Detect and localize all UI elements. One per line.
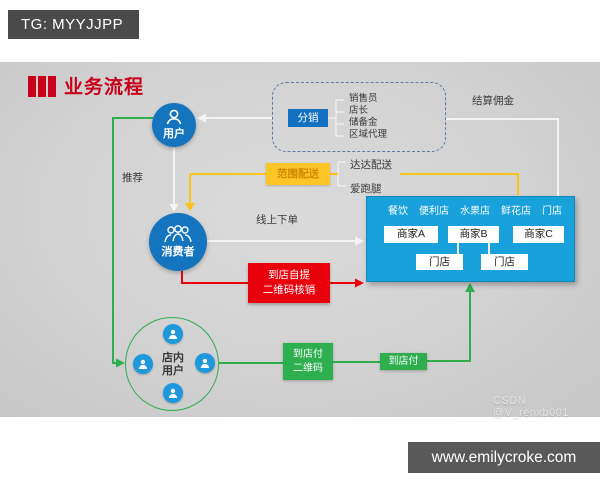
red-arrowhead bbox=[355, 278, 364, 288]
instore-users-node: 店内 用户 bbox=[125, 317, 219, 411]
tab-dining: 餐饮 bbox=[388, 206, 408, 217]
white-arrowheads bbox=[169, 113, 364, 246]
tab-convenience: 便利店 bbox=[419, 206, 449, 217]
distribution-item: 区域代理 bbox=[349, 129, 388, 140]
person-icon bbox=[195, 353, 215, 373]
consumer-node: 消费者 bbox=[149, 213, 207, 271]
white-flow-lines bbox=[173, 117, 559, 242]
yellow-arrowhead bbox=[185, 203, 195, 211]
merchant-c-box: 商家C bbox=[513, 226, 564, 243]
green-flow-lines bbox=[112, 117, 471, 364]
recommend-label: 推荐 bbox=[122, 172, 143, 184]
range-delivery-label: 范围配送 bbox=[266, 163, 330, 185]
pay-instore-box: 到店付 bbox=[380, 353, 427, 370]
merchant-store-connector bbox=[488, 243, 490, 254]
consumer-node-label: 消费者 bbox=[161, 246, 195, 258]
store-box-2: 门店 bbox=[481, 254, 528, 270]
merchant-store-connector bbox=[457, 243, 459, 254]
tab-store: 门店 bbox=[542, 206, 562, 217]
merchant-panel-tabs: 餐饮 便利店 水果店 鲜花店 门店 bbox=[388, 202, 562, 217]
flow-lines bbox=[112, 99, 559, 368]
slide-canvas: 业务流程 分销 销售员 店长 储备金 区域代理 结算佣金 推荐 线上下单 达达配… bbox=[0, 62, 600, 419]
distribution-item: 销售员 bbox=[349, 93, 378, 104]
green-arrowheads bbox=[116, 283, 475, 368]
tab-fruit: 水果店 bbox=[460, 206, 490, 217]
order-online-label: 线上下单 bbox=[256, 214, 298, 226]
title-bars-icon bbox=[28, 76, 56, 97]
distribution-item: 店长 bbox=[349, 105, 369, 116]
tab-flower: 鲜花店 bbox=[501, 206, 531, 217]
tg-badge: TG: MYYJJPP bbox=[8, 10, 139, 39]
distribution-label: 分销 bbox=[288, 109, 328, 127]
distribution-group-box bbox=[272, 82, 446, 152]
merchant-a-box: 商家A bbox=[384, 226, 438, 243]
distribution-items: 销售员 店长 储备金 区域代理 bbox=[349, 93, 387, 141]
yellow-flow-lines bbox=[189, 173, 519, 204]
website-bar: www.emilycroke.com bbox=[408, 442, 600, 473]
merchant-b-box: 商家B bbox=[448, 226, 499, 243]
user-icon bbox=[166, 109, 182, 125]
page-title: 业务流程 bbox=[64, 77, 145, 98]
user-node: 用户 bbox=[152, 103, 196, 147]
commission-label: 结算佣金 bbox=[472, 95, 514, 107]
pickup-verification-box: 到店自提 二维码核销 bbox=[248, 263, 330, 303]
person-icon bbox=[163, 383, 183, 403]
user-node-label: 用户 bbox=[163, 128, 185, 140]
merchant-panel: 餐饮 便利店 水果店 鲜花店 门店 商家A 商家B 商家C 门店 门店 bbox=[366, 196, 575, 282]
distribution-item: 储备金 bbox=[349, 117, 378, 128]
person-icon bbox=[163, 324, 183, 344]
person-icon bbox=[133, 354, 153, 374]
bracket-lines bbox=[328, 99, 346, 187]
instore-users-label: 店内 用户 bbox=[162, 352, 184, 377]
watermark: CSDN @V_renxb001 bbox=[493, 395, 569, 419]
pay-instore-qr-box: 到店付 二维码 bbox=[283, 343, 333, 380]
red-flow-lines bbox=[181, 271, 357, 284]
delivery-item-dada: 达达配送 bbox=[350, 159, 392, 171]
group-icon bbox=[164, 225, 192, 243]
delivery-item-paotui: 爱跑腿 bbox=[350, 183, 382, 195]
store-box-1: 门店 bbox=[416, 254, 463, 270]
